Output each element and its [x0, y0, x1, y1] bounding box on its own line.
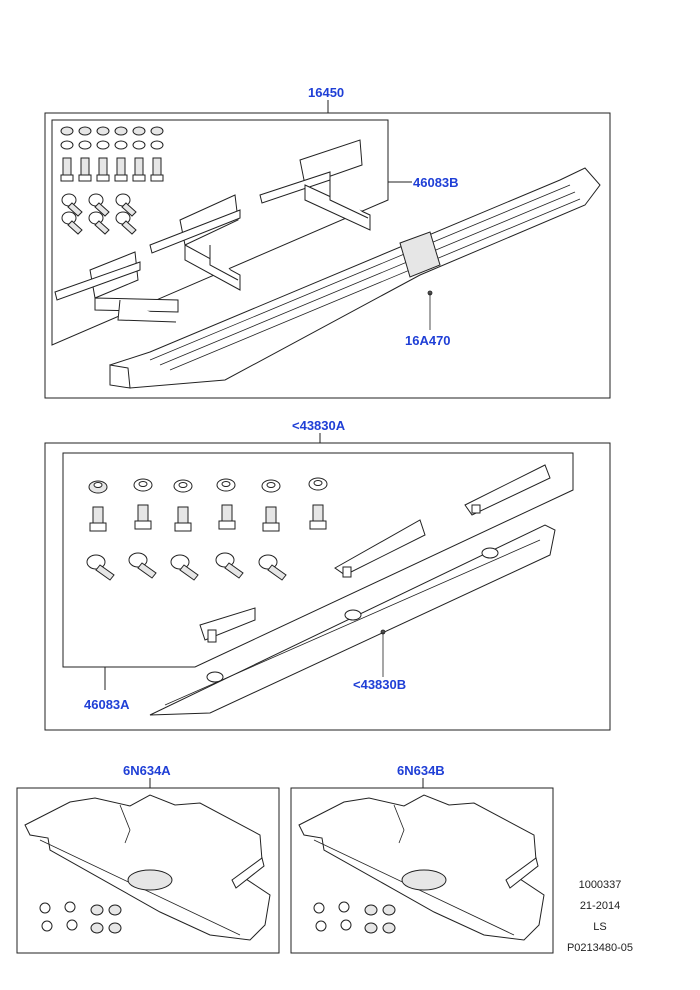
guard-right-plate — [298, 794, 545, 941]
guard-left-frame — [16, 787, 280, 954]
mounting-bracket-2 — [149, 194, 241, 291]
mounting-bracket-3 — [54, 251, 179, 323]
nut-group-top — [60, 126, 164, 150]
reference-number: 1000337 — [578, 879, 622, 891]
reference-block: 1000337 21-2014 LS P0213480-05 — [560, 875, 640, 959]
side-step-assembly-frame — [44, 442, 611, 731]
guard-right-frame — [290, 787, 554, 954]
flange-screw-group — [86, 552, 287, 581]
section-side-step-assembly — [44, 433, 611, 731]
step-board — [109, 167, 601, 389]
guard-left-plate — [24, 794, 271, 941]
section-guard-left — [16, 778, 280, 954]
side-bracket-3 — [199, 607, 256, 643]
guard-right-fasteners — [313, 901, 396, 934]
section-step-assembly — [44, 100, 611, 399]
side-step — [149, 524, 556, 716]
bracket-kit-frame-bottom — [62, 452, 574, 668]
bracket-kit-frame-top — [51, 119, 389, 346]
callout-bracket-kit-top[interactable]: 46083B — [413, 175, 459, 190]
side-bracket-1 — [464, 464, 551, 516]
callout-step-assembly[interactable]: 16450 — [308, 85, 345, 100]
callout-guard-right[interactable]: 6N634B — [397, 763, 445, 778]
guard-left-fasteners — [39, 901, 122, 934]
screw-group-top — [61, 193, 137, 235]
bolt-group-top — [60, 157, 164, 182]
washer-group — [88, 477, 328, 494]
reference-code: LS — [593, 921, 607, 933]
mounting-bracket-1 — [259, 139, 371, 231]
reference-drawing-id: P0213480-05 — [566, 942, 634, 954]
reference-date: 21-2014 — [579, 900, 621, 912]
callout-guard-left[interactable]: 6N634A — [123, 763, 171, 778]
section-guard-right — [290, 778, 554, 954]
side-bracket-2 — [334, 519, 426, 578]
callout-side-step-assembly[interactable]: <43830A — [292, 418, 346, 433]
callout-side-step[interactable]: <43830B — [353, 677, 407, 692]
callout-step-board[interactable]: 16A470 — [405, 333, 451, 348]
callout-bracket-kit-bottom[interactable]: 46083A — [84, 697, 130, 712]
bolt-group-bottom — [89, 504, 327, 532]
step-assembly-frame — [44, 112, 611, 399]
